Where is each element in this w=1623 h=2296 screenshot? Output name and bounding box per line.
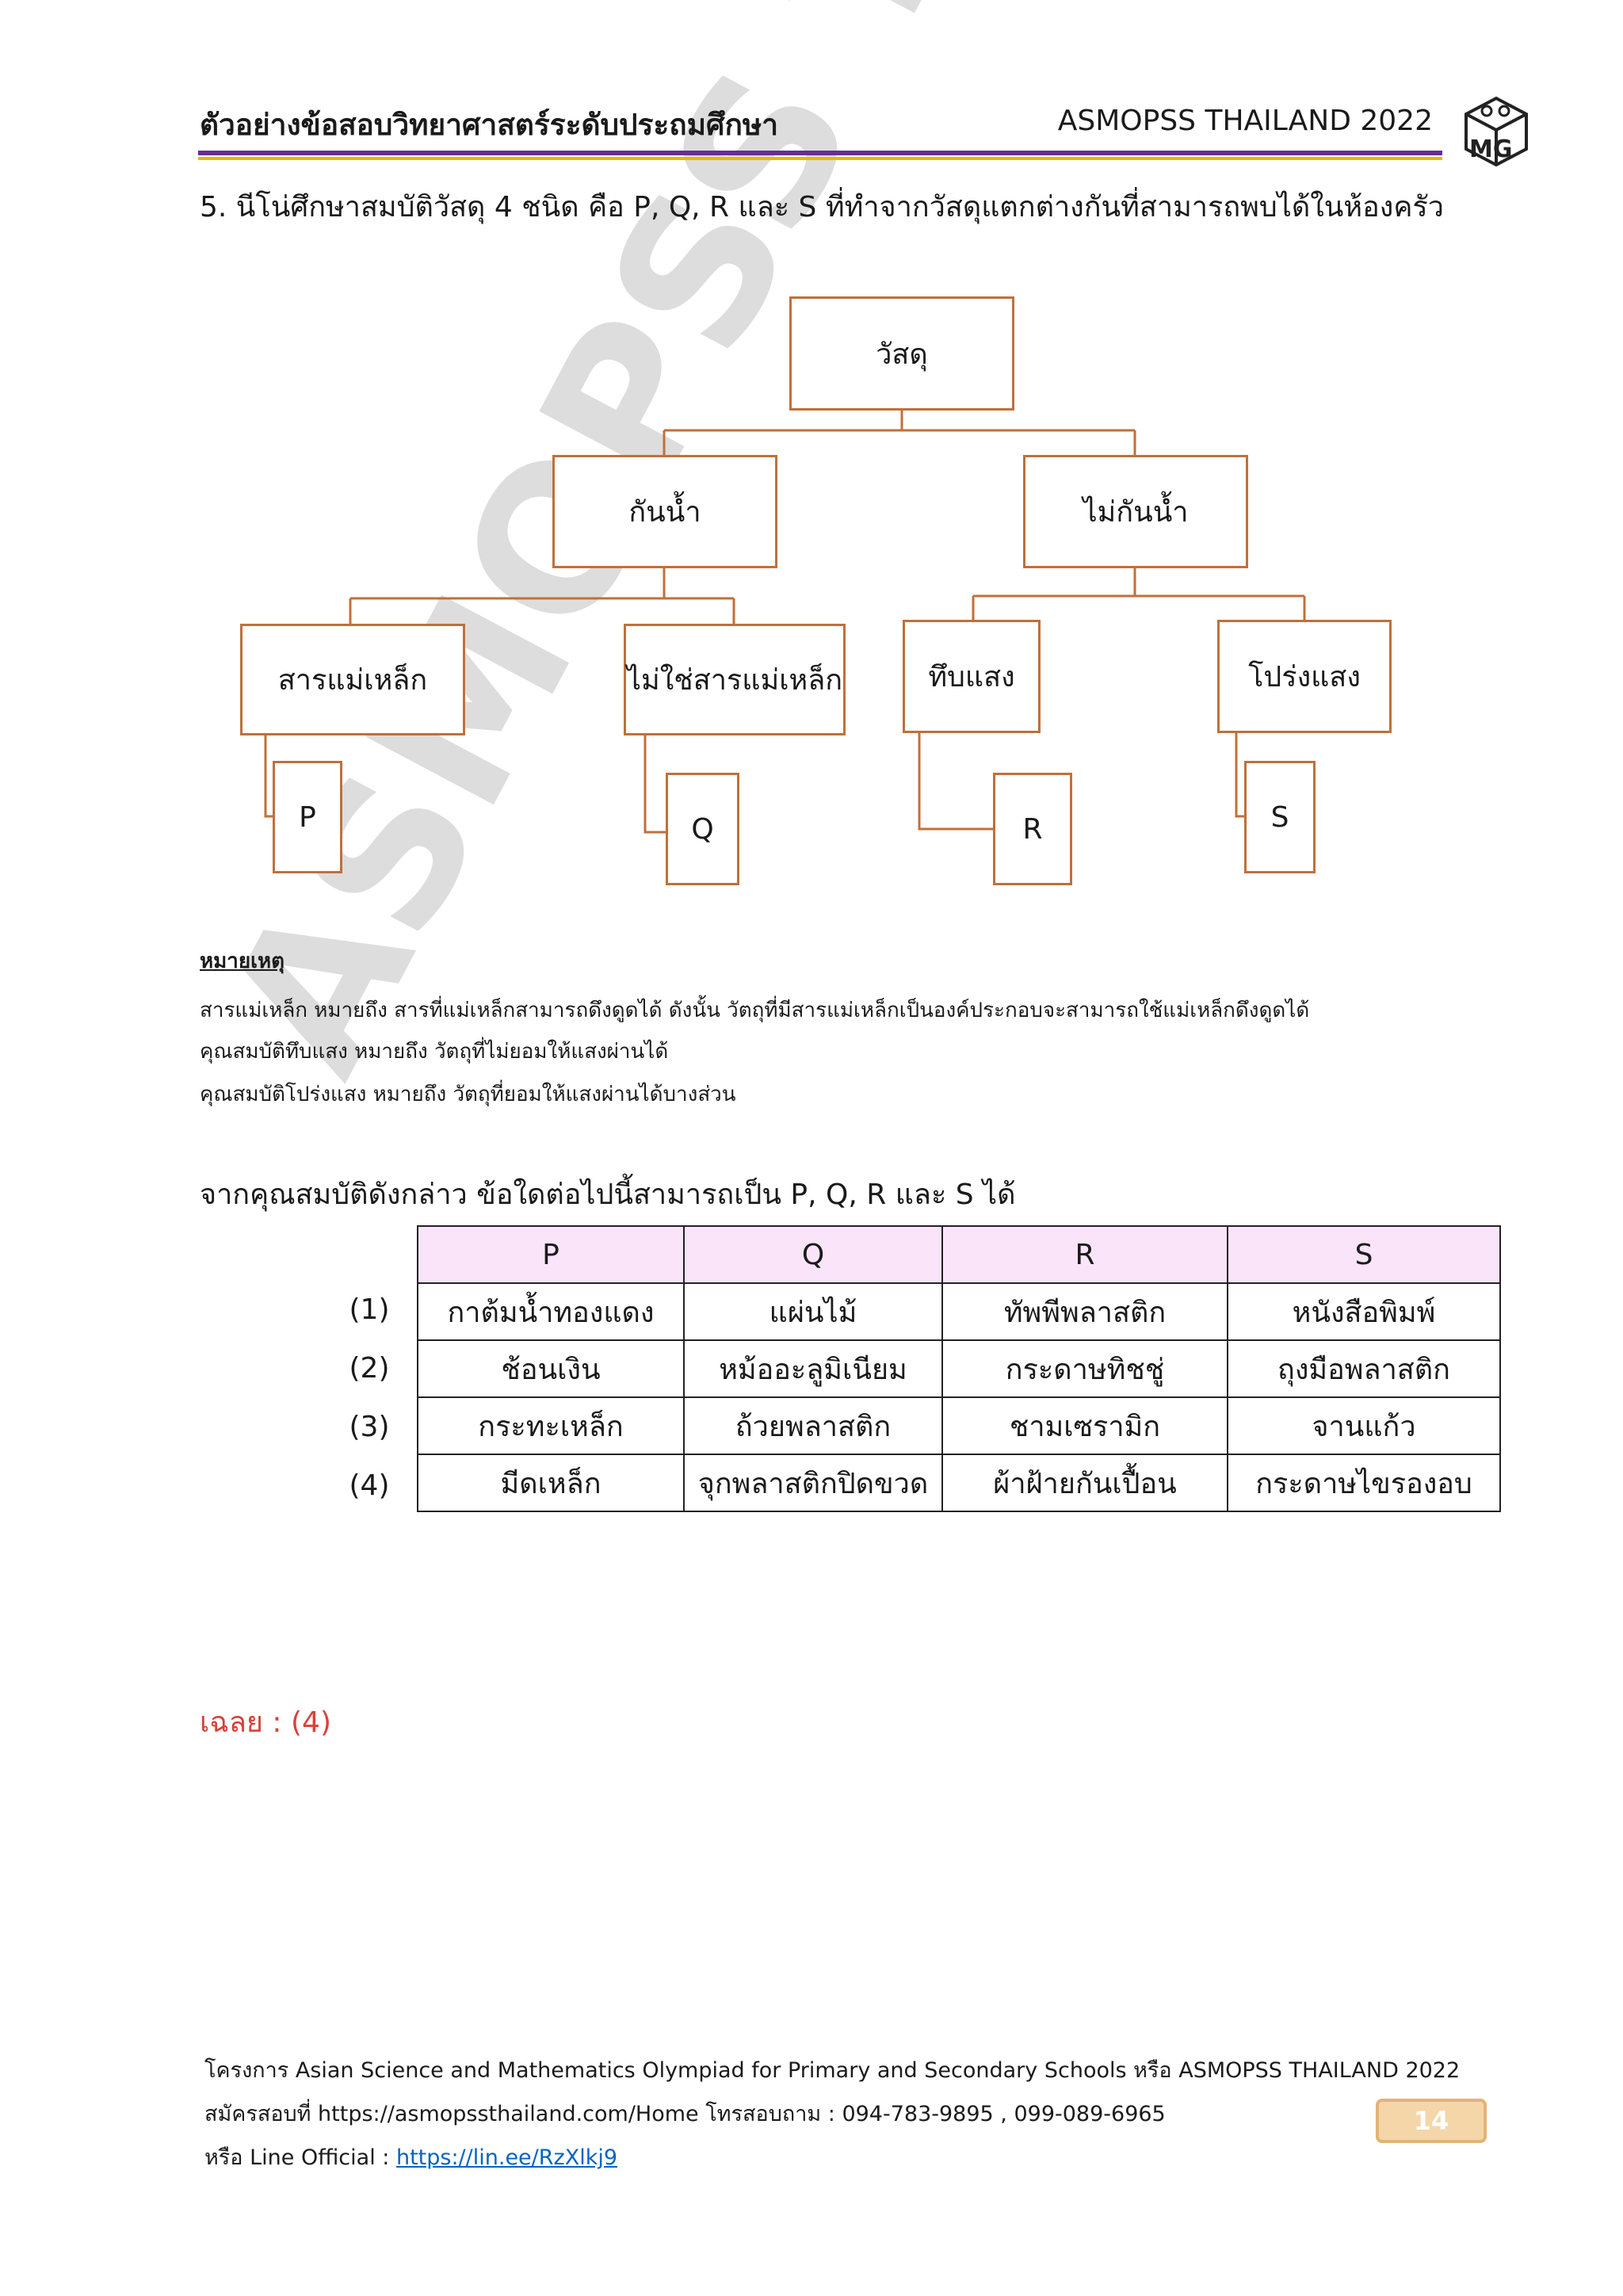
table-cell: กระดาษทิชชู่: [941, 1339, 1228, 1398]
mg-logo-icon: MG: [1465, 96, 1528, 167]
note-line-opaque: คุณสมบัติทึบแสง หมายถึง วัตถุที่ไม่ยอมให…: [200, 1040, 669, 1064]
footer-line-official: หรือ Line Official : https://lin.ee/RzXl…: [204, 2140, 617, 2174]
table-row: ช้อนเงิน หม้ออะลูมิเนียม กระดาษทิชชู่ ถุ…: [417, 1339, 1501, 1398]
node-translucent: โปร่งแสง: [1217, 620, 1392, 733]
note-line-magnetic: สารแม่เหล็ก หมายถึง สารที่แม่เหล็กสามารถ…: [200, 999, 1310, 1022]
table-cell: จุกพลาสติกปิดขวด: [683, 1454, 943, 1512]
header-rule-gold: [198, 157, 1442, 160]
page-number-badge: 14: [1376, 2099, 1487, 2143]
choice-label-3: (3): [349, 1411, 390, 1443]
node-magnetic: สารแม่เหล็ก: [240, 624, 465, 735]
table-cell: กาต้มน้ำทองแดง: [417, 1282, 685, 1341]
table-cell: กระทะเหล็ก: [417, 1396, 685, 1455]
node-waterproof: กันน้ำ: [552, 455, 777, 568]
table-cell: หนังสือพิมพ์: [1227, 1282, 1501, 1341]
table-cell: ถุงมือพลาสติก: [1227, 1339, 1501, 1398]
choice-label-4: (4): [349, 1469, 390, 1502]
leaf-q: Q: [666, 773, 739, 885]
footer-line-label: หรือ Line Official :: [204, 2145, 396, 2170]
footer-contact-line: สมัครสอบที่ https://asmopssthailand.com/…: [204, 2102, 1166, 2126]
table-header-cell: R: [941, 1225, 1228, 1284]
table-cell: แผ่นไม้: [683, 1282, 943, 1341]
table-cell: กระดาษไขรองอบ: [1227, 1454, 1501, 1512]
table-cell: จานแก้ว: [1227, 1396, 1501, 1455]
leaf-p: P: [273, 761, 342, 873]
node-opaque: ทึบแสง: [903, 620, 1041, 733]
table-header-cell: Q: [683, 1225, 943, 1284]
header-title: ตัวอย่างข้อสอบวิทยาศาสตร์ระดับประถมศึกษา: [200, 108, 779, 142]
question-text: 5. นีโน่ศึกษาสมบัติวัสดุ 4 ชนิด คือ P, Q…: [200, 191, 1444, 223]
choice-prompt: จากคุณสมบัติดังกล่าว ข้อใดต่อไปนี้สามารถ…: [200, 1179, 1016, 1211]
choices-table: P Q R S กาต้มน้ำทองแดง แผ่นไม้ ทัพพีพลาส…: [417, 1225, 1501, 1512]
table-cell: ชามเซรามิก: [941, 1396, 1228, 1455]
header-rule-purple: [198, 151, 1442, 155]
classification-tree-connectors: [264, 411, 1306, 834]
node-not-waterproof: ไม่กันน้ำ: [1023, 455, 1248, 568]
leaf-s: S: [1244, 761, 1316, 873]
table-cell: ถ้วยพลาสติก: [683, 1396, 943, 1455]
table-row: มีดเหล็ก จุกพลาสติกปิดขวด ผ้าฝ้ายกันเปื้…: [417, 1454, 1501, 1512]
table-row: กาต้มน้ำทองแดง แผ่นไม้ ทัพพีพลาสติก หนัง…: [417, 1282, 1501, 1341]
answer-key: เฉลย : (4): [200, 1706, 331, 1739]
table-header-cell: P: [417, 1225, 685, 1284]
logo-text: MG: [1469, 136, 1512, 163]
header-brand: ASMOPSS THAILAND 2022: [1057, 105, 1433, 137]
node-materials: วัสดุ: [789, 296, 1014, 411]
table-cell: ทัพพีพลาสติก: [941, 1282, 1228, 1341]
leaf-r: R: [993, 773, 1072, 885]
table-cell: ช้อนเงิน: [417, 1339, 685, 1398]
choice-label-1: (1): [349, 1293, 390, 1326]
node-non-magnetic: ไม่ใช่สารแม่เหล็ก: [624, 624, 846, 735]
line-official-link[interactable]: https://lin.ee/RzXlkj9: [395, 2145, 618, 2170]
table-cell: มีดเหล็ก: [417, 1454, 685, 1512]
notes-title: หมายเหตุ: [200, 949, 285, 973]
table-cell: ผ้าฝ้ายกันเปื้อน: [941, 1454, 1228, 1512]
table-row: กระทะเหล็ก ถ้วยพลาสติก ชามเซรามิก จานแก้…: [417, 1396, 1501, 1455]
table-cell: หม้ออะลูมิเนียม: [683, 1339, 943, 1398]
note-line-translucent: คุณสมบัติโปร่งแสง หมายถึง วัตถุที่ยอมให้…: [200, 1083, 736, 1106]
table-header-cell: S: [1227, 1225, 1501, 1284]
footer-project-line: โครงการ Asian Science and Mathematics Ol…: [204, 2058, 1461, 2083]
table-header-row: P Q R S: [417, 1225, 1501, 1284]
choice-label-2: (2): [349, 1352, 390, 1385]
